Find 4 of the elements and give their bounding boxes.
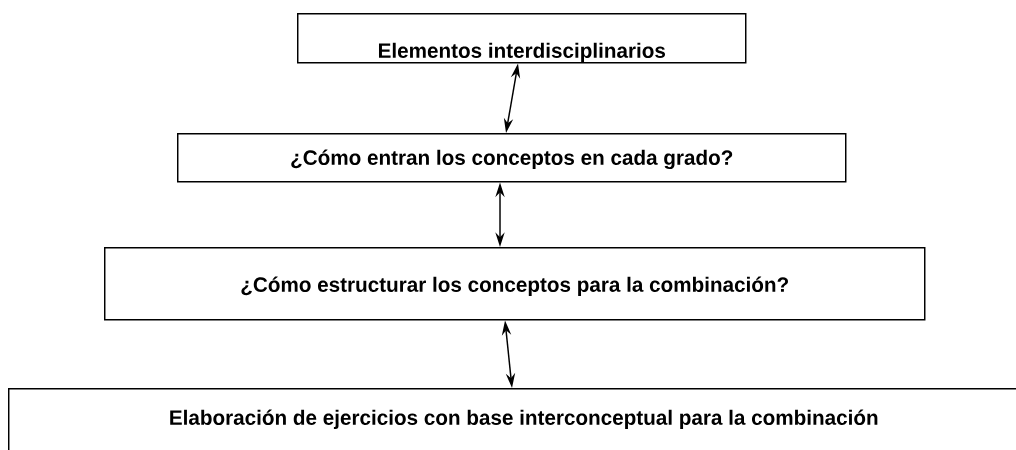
process-box: ¿Cómo estructurar los conceptos para la combinación? xyxy=(104,247,926,321)
process-box: Elaboración de ejercicios con base interconceptual para la combinación xyxy=(8,388,1016,450)
process-box: Elementos interdisciplinarios xyxy=(297,13,747,64)
process-box: ¿Cómo entran los conceptos en cada grado? xyxy=(177,133,847,183)
